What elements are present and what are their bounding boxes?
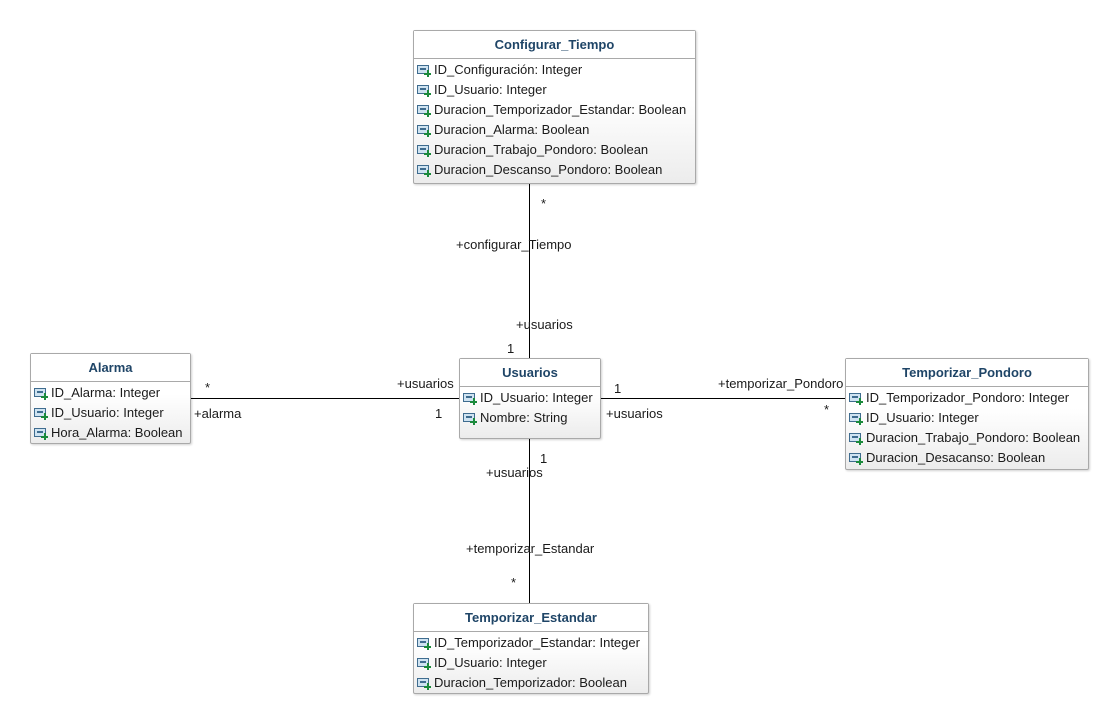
attribute[interactable]: ID_Usuario: Integer: [460, 388, 600, 408]
attribute[interactable]: ID_Temporizador_Pondoro: Integer: [846, 388, 1088, 408]
attribute[interactable]: Duracion_Alarma: Boolean: [414, 120, 695, 140]
attribute-label: ID_Usuario: Integer: [434, 655, 547, 670]
attribute-label: Duracion_Descanso_Pondoro: Boolean: [434, 162, 663, 177]
multiplicity-label: 1: [614, 381, 622, 396]
public-attribute-icon: [463, 392, 477, 405]
attribute[interactable]: ID_Configuración: Integer: [414, 60, 695, 80]
role-label: +alarma: [194, 406, 242, 421]
attribute[interactable]: ID_Usuario: Integer: [846, 408, 1088, 428]
attribute-label: ID_Usuario: Integer: [434, 82, 547, 97]
attribute[interactable]: Duracion_Desacanso: Boolean: [846, 448, 1088, 468]
public-attribute-icon: [417, 144, 431, 157]
attribute-label: Duracion_Alarma: Boolean: [434, 122, 590, 137]
attribute[interactable]: Nombre: String: [460, 408, 600, 428]
attribute-label: Hora_Alarma: Boolean: [51, 425, 183, 440]
attribute-label: ID_Usuario: Integer: [51, 405, 164, 420]
public-attribute-icon: [417, 637, 431, 650]
attribute-label: ID_Usuario: Integer: [480, 390, 593, 405]
class-title: Alarma: [31, 354, 190, 382]
role-label: +usuarios: [516, 317, 573, 332]
class-title: Temporizar_Pondoro: [846, 359, 1088, 387]
class-alarma[interactable]: Alarma ID_Alarma: Integer ID_Usuario: In…: [30, 353, 191, 444]
attribute[interactable]: ID_Usuario: Integer: [414, 80, 695, 100]
attribute-list: ID_Alarma: Integer ID_Usuario: Integer H…: [31, 382, 190, 443]
role-label: +usuarios: [397, 376, 454, 391]
class-title: Usuarios: [460, 359, 600, 387]
attribute-label: Duracion_Temporizador: Boolean: [434, 675, 627, 690]
public-attribute-icon: [417, 84, 431, 97]
public-attribute-icon: [849, 432, 863, 445]
attribute-label: Duracion_Trabajo_Pondoro: Boolean: [434, 142, 649, 157]
class-title: Temporizar_Estandar: [414, 604, 648, 632]
public-attribute-icon: [849, 452, 863, 465]
attribute[interactable]: Duracion_Trabajo_Pondoro: Boolean: [414, 140, 695, 160]
attribute[interactable]: Duracion_Trabajo_Pondoro: Boolean: [846, 428, 1088, 448]
public-attribute-icon: [849, 412, 863, 425]
class-temporizar-pondoro[interactable]: Temporizar_Pondoro ID_Temporizador_Pondo…: [845, 358, 1089, 470]
multiplicity-label: *: [541, 196, 547, 211]
public-attribute-icon: [34, 427, 48, 440]
public-attribute-icon: [417, 164, 431, 177]
attribute-label: ID_Temporizador_Pondoro: Integer: [866, 390, 1070, 405]
role-label: +temporizar_Estandar: [466, 541, 595, 556]
multiplicity-label: *: [205, 380, 211, 395]
attribute[interactable]: Duracion_Descanso_Pondoro: Boolean: [414, 160, 695, 180]
public-attribute-icon: [417, 677, 431, 690]
class-configurar-tiempo[interactable]: Configurar_Tiempo ID_Configuración: Inte…: [413, 30, 696, 184]
public-attribute-icon: [34, 407, 48, 420]
attribute-label: Duracion_Temporizador_Estandar: Boolean: [434, 102, 687, 117]
attribute[interactable]: ID_Usuario: Integer: [414, 653, 648, 673]
public-attribute-icon: [417, 124, 431, 137]
role-label: +configurar_Tiempo: [456, 237, 572, 252]
multiplicity-label: *: [511, 575, 517, 590]
public-attribute-icon: [849, 392, 863, 405]
public-attribute-icon: [417, 64, 431, 77]
attribute[interactable]: ID_Usuario: Integer: [31, 403, 190, 423]
attribute-list: ID_Configuración: Integer ID_Usuario: In…: [414, 59, 695, 180]
attribute[interactable]: Duracion_Temporizador: Boolean: [414, 673, 648, 693]
attribute-label: Nombre: String: [480, 410, 568, 425]
class-temporizar-estandar[interactable]: Temporizar_Estandar ID_Temporizador_Esta…: [413, 603, 649, 694]
attribute-label: ID_Temporizador_Estandar: Integer: [434, 635, 640, 650]
attribute-label: Duracion_Desacanso: Boolean: [866, 450, 1046, 465]
attribute-list: ID_Temporizador_Pondoro: Integer ID_Usua…: [846, 387, 1088, 468]
public-attribute-icon: [417, 104, 431, 117]
attribute[interactable]: Hora_Alarma: Boolean: [31, 423, 190, 443]
role-label: +temporizar_Pondoro: [718, 376, 844, 391]
public-attribute-icon: [417, 657, 431, 670]
attribute-list: ID_Usuario: Integer Nombre: String: [460, 387, 600, 428]
public-attribute-icon: [34, 387, 48, 400]
attribute-label: Duracion_Trabajo_Pondoro: Boolean: [866, 430, 1081, 445]
multiplicity-label: 1: [540, 451, 548, 466]
class-usuarios[interactable]: Usuarios ID_Usuario: Integer Nombre: Str…: [459, 358, 601, 439]
multiplicity-label: 1: [435, 406, 443, 421]
attribute[interactable]: ID_Alarma: Integer: [31, 383, 190, 403]
attribute-label: ID_Configuración: Integer: [434, 62, 583, 77]
attribute[interactable]: Duracion_Temporizador_Estandar: Boolean: [414, 100, 695, 120]
multiplicity-label: 1: [507, 341, 515, 356]
role-label: +usuarios: [606, 406, 663, 421]
role-label: +usuarios: [486, 465, 543, 480]
multiplicity-label: *: [824, 402, 830, 417]
attribute[interactable]: ID_Temporizador_Estandar: Integer: [414, 633, 648, 653]
class-title: Configurar_Tiempo: [414, 31, 695, 59]
public-attribute-icon: [463, 412, 477, 425]
attribute-label: ID_Usuario: Integer: [866, 410, 979, 425]
attribute-label: ID_Alarma: Integer: [51, 385, 161, 400]
attribute-list: ID_Temporizador_Estandar: Integer ID_Usu…: [414, 632, 648, 693]
